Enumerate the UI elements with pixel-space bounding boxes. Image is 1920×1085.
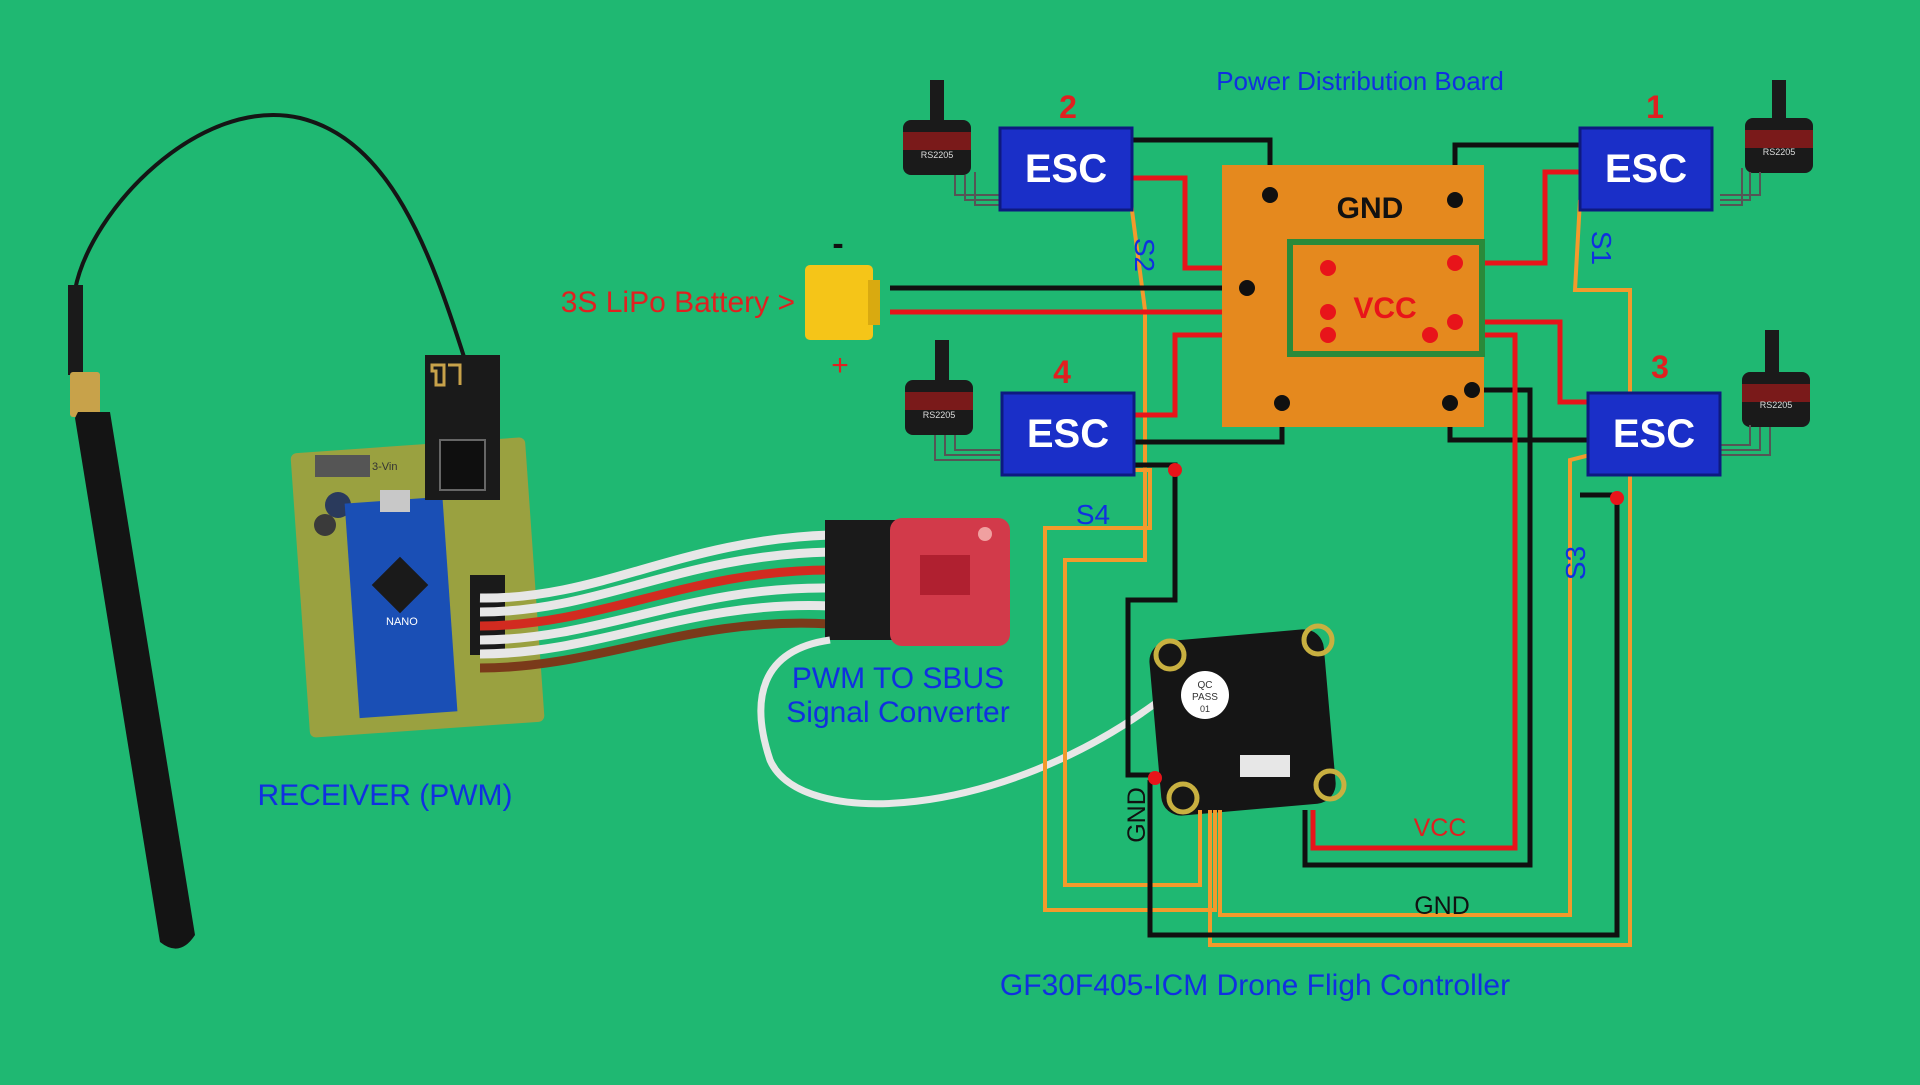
fc-mount-hole (1301, 623, 1335, 657)
fc-qc-line3: 01 (1200, 704, 1210, 714)
signal-wire-s1 (1208, 199, 1632, 947)
pdb-gnd-pads (1239, 187, 1480, 411)
esc-2-number: 2 (1059, 89, 1077, 125)
receiver-capacitor-2 (314, 514, 336, 536)
vcc-wire-fc (1310, 332, 1518, 851)
motor-4: RS2205 (905, 340, 1000, 461)
converter-header (825, 520, 900, 640)
motor-4-text: RS2205 (923, 410, 956, 420)
esc-2: ESC 2 (998, 89, 1134, 212)
receiver-board: 3-Vin NANO (290, 355, 545, 738)
power-distribution-board: GND VCC Power Distribution Board (1216, 66, 1504, 427)
antenna-cable-end (68, 285, 83, 375)
ribbon-cable (479, 530, 831, 673)
fc-gnd-bottom-label: GND (1414, 892, 1470, 920)
battery-connector (805, 265, 873, 340)
sbus-converter (757, 518, 1163, 808)
fc-mount-hole (1153, 638, 1187, 672)
gnd-wires (890, 137, 1620, 938)
antenna-body (75, 412, 195, 949)
battery-plus: + (831, 349, 849, 382)
fc-connector (1240, 755, 1290, 777)
receiver-vin-label: 3-Vin (372, 461, 397, 473)
s3-label: S3 (1560, 546, 1591, 580)
esc-1-number: 1 (1646, 89, 1664, 125)
s1-label: S1 (1586, 231, 1617, 265)
esc-1-label: ESC (1605, 147, 1687, 191)
nrf-trace (430, 363, 462, 387)
fc-gnd-left-label: GND (1123, 787, 1151, 843)
receiver-capacitor (325, 492, 351, 518)
fc-mount-hole (1166, 781, 1200, 815)
nrf-pins (439, 439, 486, 491)
pdb-gnd-label: GND (1337, 192, 1404, 225)
esc-4: ESC 4 (1000, 354, 1136, 477)
fc-vcc-label: VCC (1414, 814, 1467, 842)
battery-minus: - (832, 225, 843, 263)
vcc-wire-esc1 (1455, 169, 1580, 266)
signal-wire-s4 (1043, 468, 1217, 912)
motor-3: RS2205 (1720, 330, 1810, 456)
fc-qc-sticker (1181, 671, 1229, 719)
pdb-vcc-label: VCC (1353, 292, 1416, 325)
motor-2-text: RS2205 (921, 150, 954, 160)
esc-1: ESC 1 (1578, 89, 1714, 212)
sbus-cable (757, 636, 1163, 808)
battery-label: 3S LiPo Battery > (561, 286, 795, 319)
junction-dots (1148, 463, 1624, 785)
antenna-cable (73, 113, 467, 361)
fc-qc-line1: QC (1198, 680, 1213, 691)
receiver-label: RECEIVER (PWM) (258, 779, 513, 812)
converter-hole (978, 527, 992, 541)
converter-chip (920, 555, 970, 595)
pdb-vcc-area (1287, 239, 1485, 357)
gnd-wire-fc-2 (1147, 492, 1620, 938)
esc-3: ESC 3 (1586, 349, 1722, 477)
lipo-battery: - + 3S LiPo Battery > (561, 225, 880, 382)
gnd-wire-fc (1302, 387, 1533, 868)
motor-1-text: RS2205 (1763, 147, 1796, 157)
converter-label-line1: PWM TO SBUS (792, 662, 1004, 695)
s2-label: S2 (1129, 238, 1160, 272)
esc-3-label: ESC (1613, 412, 1695, 456)
pdb-body (1222, 165, 1484, 427)
pdb-title: Power Distribution Board (1216, 66, 1504, 96)
flight-controller: QC PASS 01 (1149, 623, 1347, 816)
motor-3-text: RS2205 (1760, 400, 1793, 410)
battery-connector-tip (868, 280, 880, 325)
vcc-wire-esc3 (1455, 319, 1590, 405)
esc-2-label: ESC (1025, 147, 1107, 191)
gnd-wire-fc-3 (1125, 462, 1178, 778)
receiver-regulator (315, 455, 370, 477)
motor-2: RS2205 (903, 80, 1000, 206)
fc-qc-line2: PASS (1192, 692, 1218, 703)
usb-port (380, 490, 410, 512)
esc-3-number: 3 (1651, 349, 1669, 385)
fc-board (1149, 629, 1336, 816)
esc-4-label: ESC (1027, 412, 1109, 456)
converter-label-line2: Signal Converter (786, 696, 1009, 729)
antenna-connector (70, 372, 100, 417)
signal-wire-s3 (1218, 453, 1591, 917)
s4-label: S4 (1076, 499, 1110, 530)
nano-label: NANO (386, 616, 418, 628)
fc-mount-hole (1313, 768, 1347, 802)
esc-4-number: 4 (1053, 354, 1071, 390)
motor-1: RS2205 (1720, 80, 1813, 206)
antenna (68, 113, 467, 949)
pdb-vcc-pads (1320, 255, 1463, 343)
fc-title: GF30F405-ICM Drone Fligh Controller (1000, 969, 1510, 1002)
